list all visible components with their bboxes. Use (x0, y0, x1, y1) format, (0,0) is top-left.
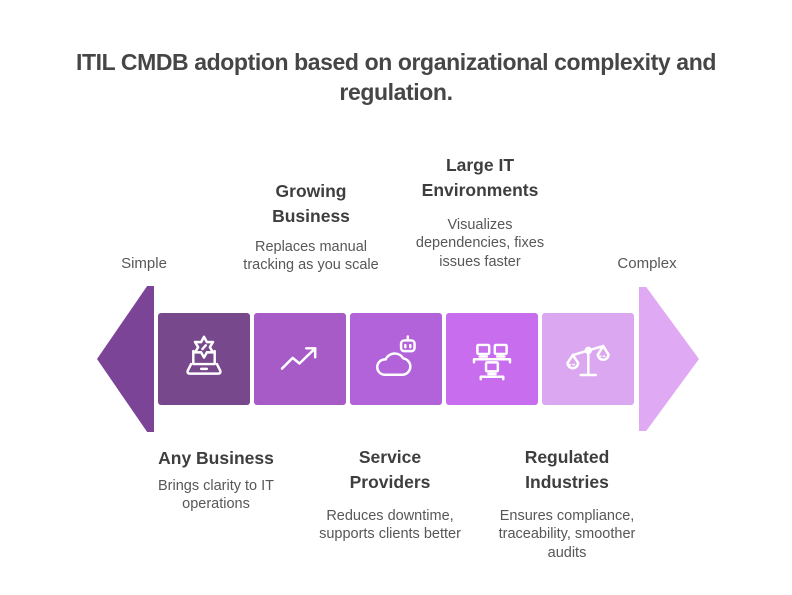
regulated-industries-heading: Regulated Industries (524, 447, 610, 492)
laptop-gear-icon (186, 335, 222, 375)
trend-up-icon (280, 347, 317, 370)
regulated-industries-description: Ensures compliance, traceability, smooth… (498, 508, 636, 561)
growing-business-heading: Growing Business (272, 181, 350, 226)
axis-label-simple: Simple (121, 255, 167, 272)
axis-label-complex: Complex (617, 255, 677, 272)
large-it-environments-description: Visualizes dependencies, fixes issues fa… (415, 217, 545, 270)
segment-large-it-environments (446, 313, 538, 405)
segment-regulated-industries (542, 313, 634, 405)
large-it-environments-heading: Large IT Environments (421, 155, 539, 200)
segment-service-providers (350, 313, 442, 405)
any-business-heading: Any Business (158, 448, 274, 468)
service-providers-heading: Service Providers (349, 447, 431, 492)
right-arrowhead-shape (639, 287, 699, 431)
any-business-description: Brings clarity to IT operations (157, 478, 275, 513)
service-providers-description: Reduces downtime, supports clients bette… (319, 508, 461, 543)
growing-business-description: Replaces manual tracking as you scale (243, 239, 379, 274)
page-title: ITIL CMDB adoption based on organization… (76, 49, 716, 105)
segment-any-business (158, 313, 250, 405)
network-monitors-icon (472, 343, 512, 381)
left-arrowhead-shape (97, 286, 154, 432)
cloud-robot-icon (376, 335, 416, 376)
segment-growing-business (254, 313, 346, 405)
balance-scale-icon (566, 344, 610, 377)
